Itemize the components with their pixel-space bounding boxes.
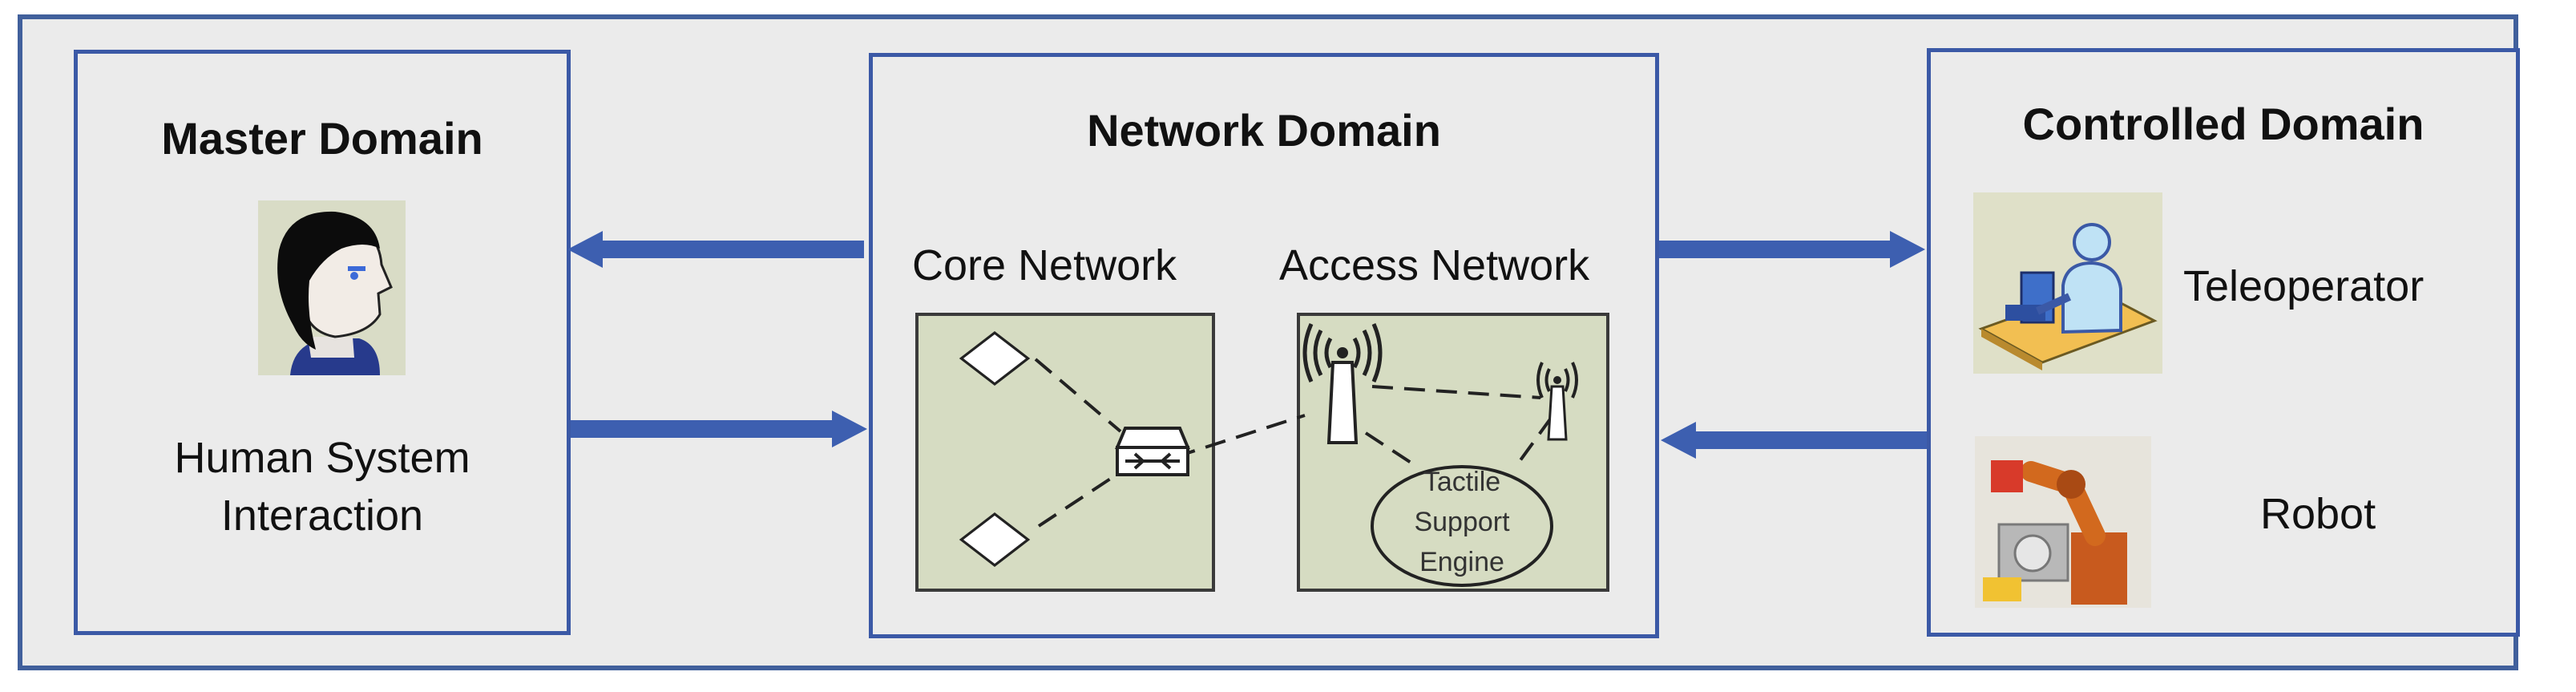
arrow-master-to-network <box>571 411 867 447</box>
antenna-tower-icon <box>1302 322 1383 444</box>
antenna-tower-icon <box>1536 362 1578 441</box>
access-network-label: Access Network <box>1279 241 1590 289</box>
master-caption-line2: Interaction <box>220 492 424 540</box>
arrow-network-to-master <box>567 231 864 268</box>
core-network-label: Core Network <box>912 241 1177 289</box>
engine-label-line1: Tactile <box>1423 467 1501 497</box>
teleoperator-desk-icon <box>1973 192 2162 374</box>
engine-label-line3: Engine <box>1419 547 1504 577</box>
master-domain-title: Master Domain <box>161 113 483 164</box>
arrow-controlled-to-network <box>1661 422 1927 459</box>
person-head-icon <box>258 200 406 375</box>
robot-arm-icon <box>1975 436 2151 608</box>
tactile-support-engine-ellipse <box>1371 465 1553 587</box>
engine-label-line2: Support <box>1414 507 1510 537</box>
access-network-panel <box>1297 313 1609 592</box>
robot-label: Robot <box>2260 490 2376 538</box>
master-caption-line1: Human System <box>174 434 470 482</box>
network-node-icon <box>959 330 1031 386</box>
teleoperator-label: Teleoperator <box>2183 262 2425 310</box>
controlled-domain-title: Controlled Domain <box>2022 99 2425 149</box>
network-domain-title: Network Domain <box>1087 105 1441 156</box>
network-node-icon <box>959 512 1031 568</box>
router-icon <box>1115 427 1190 476</box>
arrow-network-to-controlled <box>1659 231 1925 268</box>
